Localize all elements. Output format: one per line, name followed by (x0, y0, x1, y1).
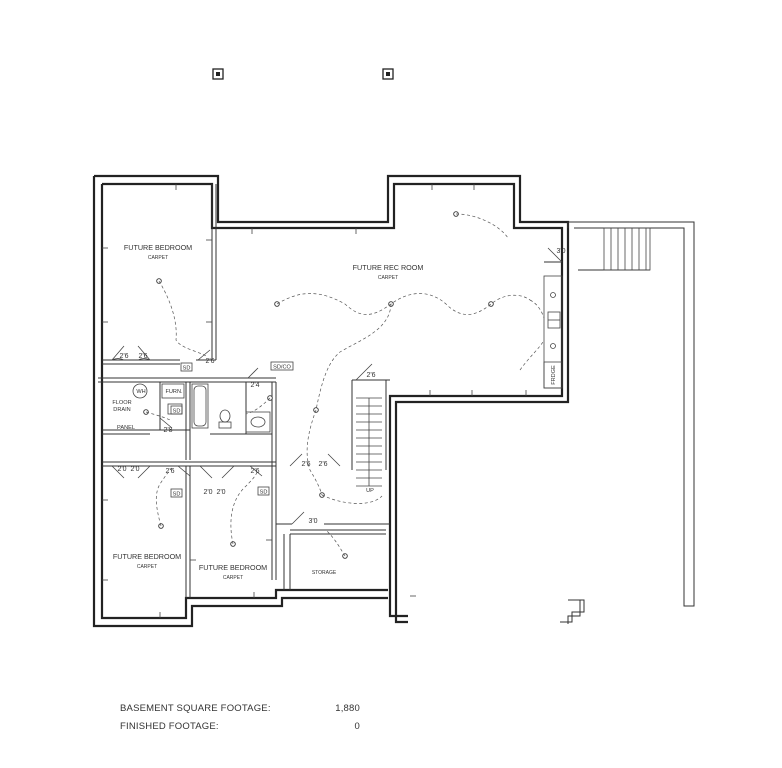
kitchen-fixtures (543, 275, 563, 389)
smoke-detector-3: SD (170, 488, 183, 498)
dim-door-9: 2'0 (130, 466, 139, 473)
dim-door-6: 2'6 (366, 372, 375, 379)
dim-door-4: 2'4 (250, 382, 259, 389)
survey-marker-right (382, 68, 394, 80)
dim-door-14: 2'6 (318, 461, 327, 468)
dim-door-10: 2'6 (165, 468, 174, 475)
footage-summary: BASEMENT SQUARE FOOTAGE: 1,880 FINISHED … (120, 703, 380, 743)
smoke-detector-2: SD (170, 405, 183, 415)
outlet-marks (102, 184, 527, 618)
basement-footage-label: BASEMENT SQUARE FOOTAGE: (120, 703, 271, 714)
dim-door-2: 2'6 (138, 353, 147, 360)
dim-door-5: 2'8 (163, 427, 172, 434)
dim-door-13: 2'6 (250, 468, 259, 475)
ceiling-lights (143, 211, 494, 559)
svg-text:SD: SD (173, 409, 181, 415)
room-floor-rec: CARPET (378, 275, 398, 281)
door-swings (111, 247, 563, 525)
svg-text:SD: SD (183, 366, 191, 372)
dim-door-7: 2'6 (301, 461, 310, 468)
room-floor-bed3: CARPET (223, 575, 243, 581)
garage-stair (603, 227, 651, 271)
label-frdge: FRDGE (551, 365, 557, 385)
room-name-bed3: FUTURE BEDROOM (199, 563, 267, 572)
label-furn: FURN. (165, 389, 183, 395)
room-floor-bed1: CARPET (148, 255, 168, 261)
garage-walls (560, 221, 695, 624)
interior-walls (98, 184, 562, 598)
electrical-wiring (145, 213, 545, 557)
room-floor-bed2: CARPET (137, 564, 157, 570)
dim-door-1: 2'6 (119, 353, 128, 360)
dim-door-11: 2'0 (203, 489, 212, 496)
bathroom-fixtures (191, 383, 271, 433)
room-name-bed1: FUTURE BEDROOM (124, 243, 192, 252)
label-up: UP (366, 488, 374, 494)
floor-plan: FUTURE BEDROOM CARPET FUTURE REC ROOM CA… (92, 68, 695, 628)
dim-door-3: 2'6 (205, 358, 214, 365)
label-panel: PANEL (117, 425, 135, 431)
svg-text:SD/CO: SD/CO (273, 365, 291, 371)
survey-marker-left (212, 68, 224, 80)
finished-footage-value: 0 (354, 721, 360, 732)
room-name-rec: FUTURE REC ROOM (353, 263, 424, 272)
finished-footage-label: FINISHED FOOTAGE: (120, 721, 219, 732)
basement-stair (356, 397, 382, 487)
label-wh: WH (136, 389, 145, 395)
smoke-detector-co: SD/CO (270, 361, 294, 371)
room-name-bed2: FUTURE BEDROOM (113, 552, 181, 561)
svg-text:SD: SD (260, 490, 268, 496)
room-name-storage: STORAGE (312, 570, 337, 576)
label-floor-drain-1: FLOOR (112, 400, 131, 406)
dim-door-8: 2'0 (117, 466, 126, 473)
dim-door-16: 3'0 (556, 248, 565, 255)
label-floor-drain-2: DRAIN (113, 407, 130, 413)
basement-footage-value: 1,880 (335, 703, 360, 714)
smoke-detector-4: SD (257, 486, 270, 496)
svg-text:SD: SD (173, 492, 181, 498)
dim-door-12: 2'0 (216, 489, 225, 496)
dim-door-15: 3'0 (308, 518, 317, 525)
smoke-detector-1: SD (180, 362, 193, 372)
